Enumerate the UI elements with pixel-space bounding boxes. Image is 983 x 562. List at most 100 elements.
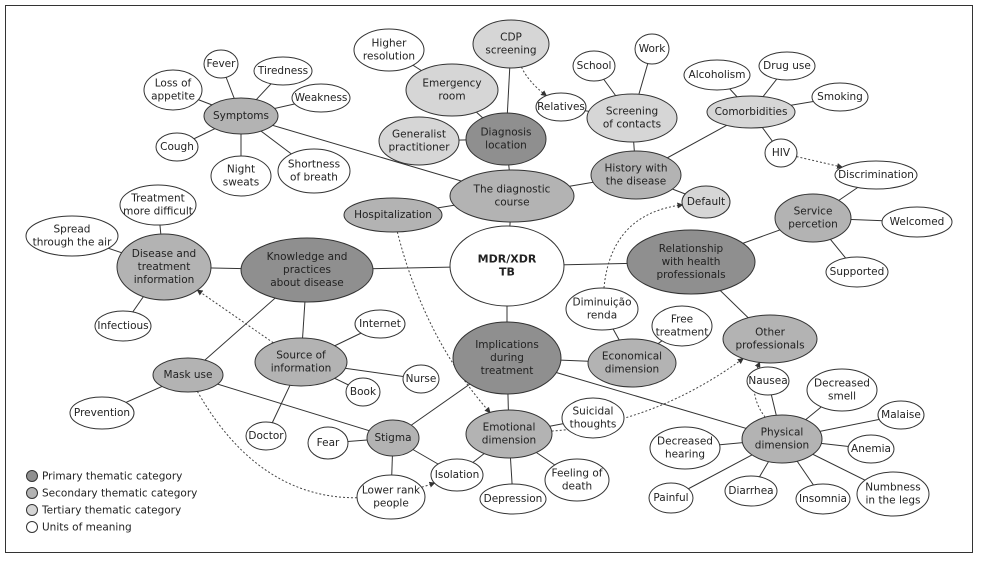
legend-swatch-icon bbox=[26, 487, 38, 499]
node-label: Supported bbox=[830, 266, 885, 278]
node-label: treatment bbox=[656, 327, 709, 339]
node-alcoholism: Alcoholism bbox=[683, 59, 751, 91]
node-label: more difficult bbox=[123, 206, 193, 218]
node-shape bbox=[203, 49, 239, 79]
node-label: Comorbidities bbox=[715, 106, 788, 118]
node-shape bbox=[155, 132, 199, 162]
legend-swatch-icon bbox=[26, 470, 38, 482]
node-shape bbox=[94, 310, 152, 342]
node-label: HIV bbox=[772, 147, 791, 159]
node-welcomed: Welcomed bbox=[881, 206, 953, 238]
node-label: Shortness bbox=[288, 159, 340, 171]
dashed-link-hospitalization-emotional bbox=[396, 231, 491, 414]
node-shape bbox=[758, 51, 816, 81]
node-shape bbox=[634, 33, 670, 65]
node-label: Decreased bbox=[814, 378, 870, 390]
node-shape bbox=[479, 483, 547, 515]
node-shape bbox=[825, 256, 889, 288]
node-relatives: Relatives bbox=[535, 92, 587, 122]
node-label: Diagnosis bbox=[480, 127, 531, 139]
node-label: Weakness bbox=[295, 92, 348, 104]
node-shape bbox=[449, 225, 565, 307]
node-diarrhea: Diarrhea bbox=[724, 475, 778, 507]
node-label: Drug use bbox=[763, 60, 811, 72]
node-label: appetite bbox=[151, 91, 195, 103]
node-label: Treatment bbox=[130, 193, 184, 205]
node-label: Stigma bbox=[374, 432, 411, 444]
node-shape bbox=[572, 50, 616, 82]
node-label: Fever bbox=[207, 58, 237, 70]
node-smoking: Smoking bbox=[811, 82, 869, 112]
node-shape bbox=[877, 400, 925, 430]
node-label: Relatives bbox=[537, 101, 585, 113]
node-school: School bbox=[572, 50, 616, 82]
node-label: Diminuição bbox=[572, 297, 631, 309]
node-label: practitioner bbox=[388, 142, 450, 154]
node-shape bbox=[795, 483, 851, 515]
node-shape bbox=[472, 19, 550, 69]
node-hospitalization: Hospitalization bbox=[343, 197, 443, 233]
node-label: professionals bbox=[656, 269, 725, 281]
node-shape bbox=[774, 193, 852, 243]
node-depression: Depression bbox=[479, 483, 547, 515]
node-painful: Painful bbox=[648, 482, 694, 514]
node-label: smell bbox=[828, 391, 856, 403]
node-label: death bbox=[562, 481, 592, 493]
node-label: Depression bbox=[484, 493, 543, 505]
node-label: Diarrhea bbox=[728, 485, 773, 497]
node-shape bbox=[116, 233, 212, 301]
node-discrimination: Discrimination bbox=[834, 160, 918, 190]
node-label: sweats bbox=[223, 177, 260, 189]
node-mask-use: Mask use bbox=[152, 357, 224, 393]
node-shape bbox=[366, 419, 420, 457]
node-isolation: Isolation bbox=[430, 458, 484, 492]
node-label: Decreased bbox=[657, 436, 713, 448]
node-shape bbox=[210, 155, 272, 197]
node-label: Night bbox=[227, 164, 255, 176]
node-label: Suicidal bbox=[573, 406, 614, 418]
node-label: Discrimination bbox=[838, 169, 914, 181]
node-shape bbox=[834, 160, 918, 190]
node-label: dimension bbox=[482, 435, 536, 447]
node-shape bbox=[119, 184, 197, 226]
node-stigma: Stigma bbox=[366, 419, 420, 457]
node-label: professionals bbox=[735, 340, 804, 352]
node-shape bbox=[345, 377, 381, 407]
node-label: of contacts bbox=[603, 119, 661, 131]
node-label: Free bbox=[671, 314, 693, 326]
node-label: through the air bbox=[33, 237, 113, 249]
node-shape bbox=[847, 434, 895, 464]
legend-label: Units of meaning bbox=[42, 522, 132, 534]
node-shape bbox=[586, 93, 678, 143]
node-label: Relationship bbox=[659, 243, 724, 255]
node-shape bbox=[143, 69, 203, 111]
node-label: Symptoms bbox=[213, 110, 269, 122]
legend-item-tertiary: Tertiary thematic category bbox=[26, 504, 181, 517]
node-drug-use: Drug use bbox=[758, 51, 816, 81]
node-shape bbox=[561, 397, 625, 439]
legend-item-primary: Primary thematic category bbox=[26, 470, 182, 483]
node-label: Internet bbox=[359, 318, 401, 330]
node-label: thoughts bbox=[570, 419, 617, 431]
node-shape bbox=[651, 305, 713, 347]
node-label: Other bbox=[755, 327, 785, 339]
node-work: Work bbox=[634, 33, 670, 65]
node-label: treatment bbox=[481, 365, 534, 377]
node-shape bbox=[353, 28, 425, 72]
